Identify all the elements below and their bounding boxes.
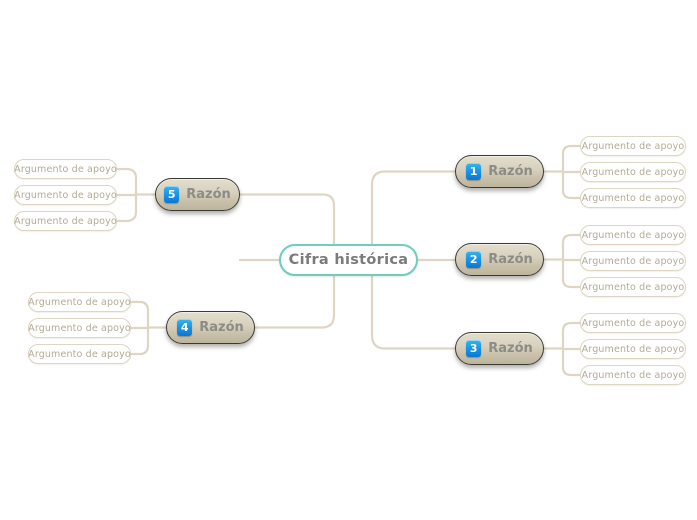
leaf-node-label: Argumento de apoyo	[28, 296, 131, 308]
leaf-node-label: Argumento de apoyo	[581, 317, 685, 329]
leaf-node-label: Argumento de apoyo	[28, 322, 131, 334]
leaf-node-label: Argumento de apoyo	[581, 369, 685, 381]
leaf-node-label: Argumento de apoyo	[14, 215, 117, 227]
leaf-node-label: Argumento de apoyo	[14, 163, 117, 175]
leaf-node[interactable]: Argumento de apoyo	[580, 313, 686, 333]
reason-node-5[interactable]: 5 Razón	[155, 178, 240, 211]
leaf-node[interactable]: Argumento de apoyo	[580, 339, 686, 359]
leaf-node-label: Argumento de apoyo	[581, 255, 685, 267]
reason-number-badge-5: 5	[164, 186, 180, 203]
leaf-node[interactable]: Argumento de apoyo	[580, 225, 686, 245]
reason-node-2[interactable]: 2 Razón	[455, 243, 544, 276]
leaf-node[interactable]: Argumento de apoyo	[14, 185, 117, 205]
leaf-node-label: Argumento de apoyo	[581, 281, 685, 293]
reason-number-badge-4: 4	[177, 319, 193, 336]
leaf-node[interactable]: Argumento de apoyo	[580, 251, 686, 271]
reason-node-1[interactable]: 1 Razón	[455, 155, 544, 188]
leaf-node[interactable]: Argumento de apoyo	[28, 292, 131, 312]
leaf-node[interactable]: Argumento de apoyo	[580, 136, 686, 156]
leaf-node-label: Argumento de apoyo	[581, 140, 685, 152]
leaf-node-label: Argumento de apoyo	[581, 343, 685, 355]
reason-number-badge-2: 2	[466, 251, 482, 268]
leaf-node[interactable]: Argumento de apoyo	[14, 159, 117, 179]
reason-node-3[interactable]: 3 Razón	[455, 332, 544, 365]
root-node-label: Cifra histórica	[288, 252, 409, 268]
leaf-node[interactable]: Argumento de apoyo	[580, 277, 686, 297]
leaf-node[interactable]: Argumento de apoyo	[580, 365, 686, 385]
reason-node-label-5: Razón	[186, 187, 231, 202]
reason-node-label-1: Razón	[488, 164, 533, 179]
leaf-node-label: Argumento de apoyo	[581, 166, 685, 178]
reason-node-label-4: Razón	[199, 320, 244, 335]
reason-number-badge-1: 1	[466, 163, 482, 180]
reason-number-badge-3: 3	[466, 340, 482, 357]
root-node[interactable]: Cifra histórica	[279, 244, 418, 276]
leaf-node[interactable]: Argumento de apoyo	[14, 211, 117, 231]
reason-node-4[interactable]: 4 Razón	[166, 311, 255, 344]
reason-node-label-3: Razón	[488, 341, 533, 356]
reason-node-label-2: Razón	[488, 252, 533, 267]
leaf-node[interactable]: Argumento de apoyo	[28, 344, 131, 364]
leaf-node-label: Argumento de apoyo	[28, 348, 131, 360]
leaf-node-label: Argumento de apoyo	[581, 229, 685, 241]
leaf-node[interactable]: Argumento de apoyo	[580, 162, 686, 182]
leaf-node-label: Argumento de apoyo	[14, 189, 117, 201]
leaf-node[interactable]: Argumento de apoyo	[580, 188, 686, 208]
leaf-node-label: Argumento de apoyo	[581, 192, 685, 204]
leaf-node[interactable]: Argumento de apoyo	[28, 318, 131, 338]
